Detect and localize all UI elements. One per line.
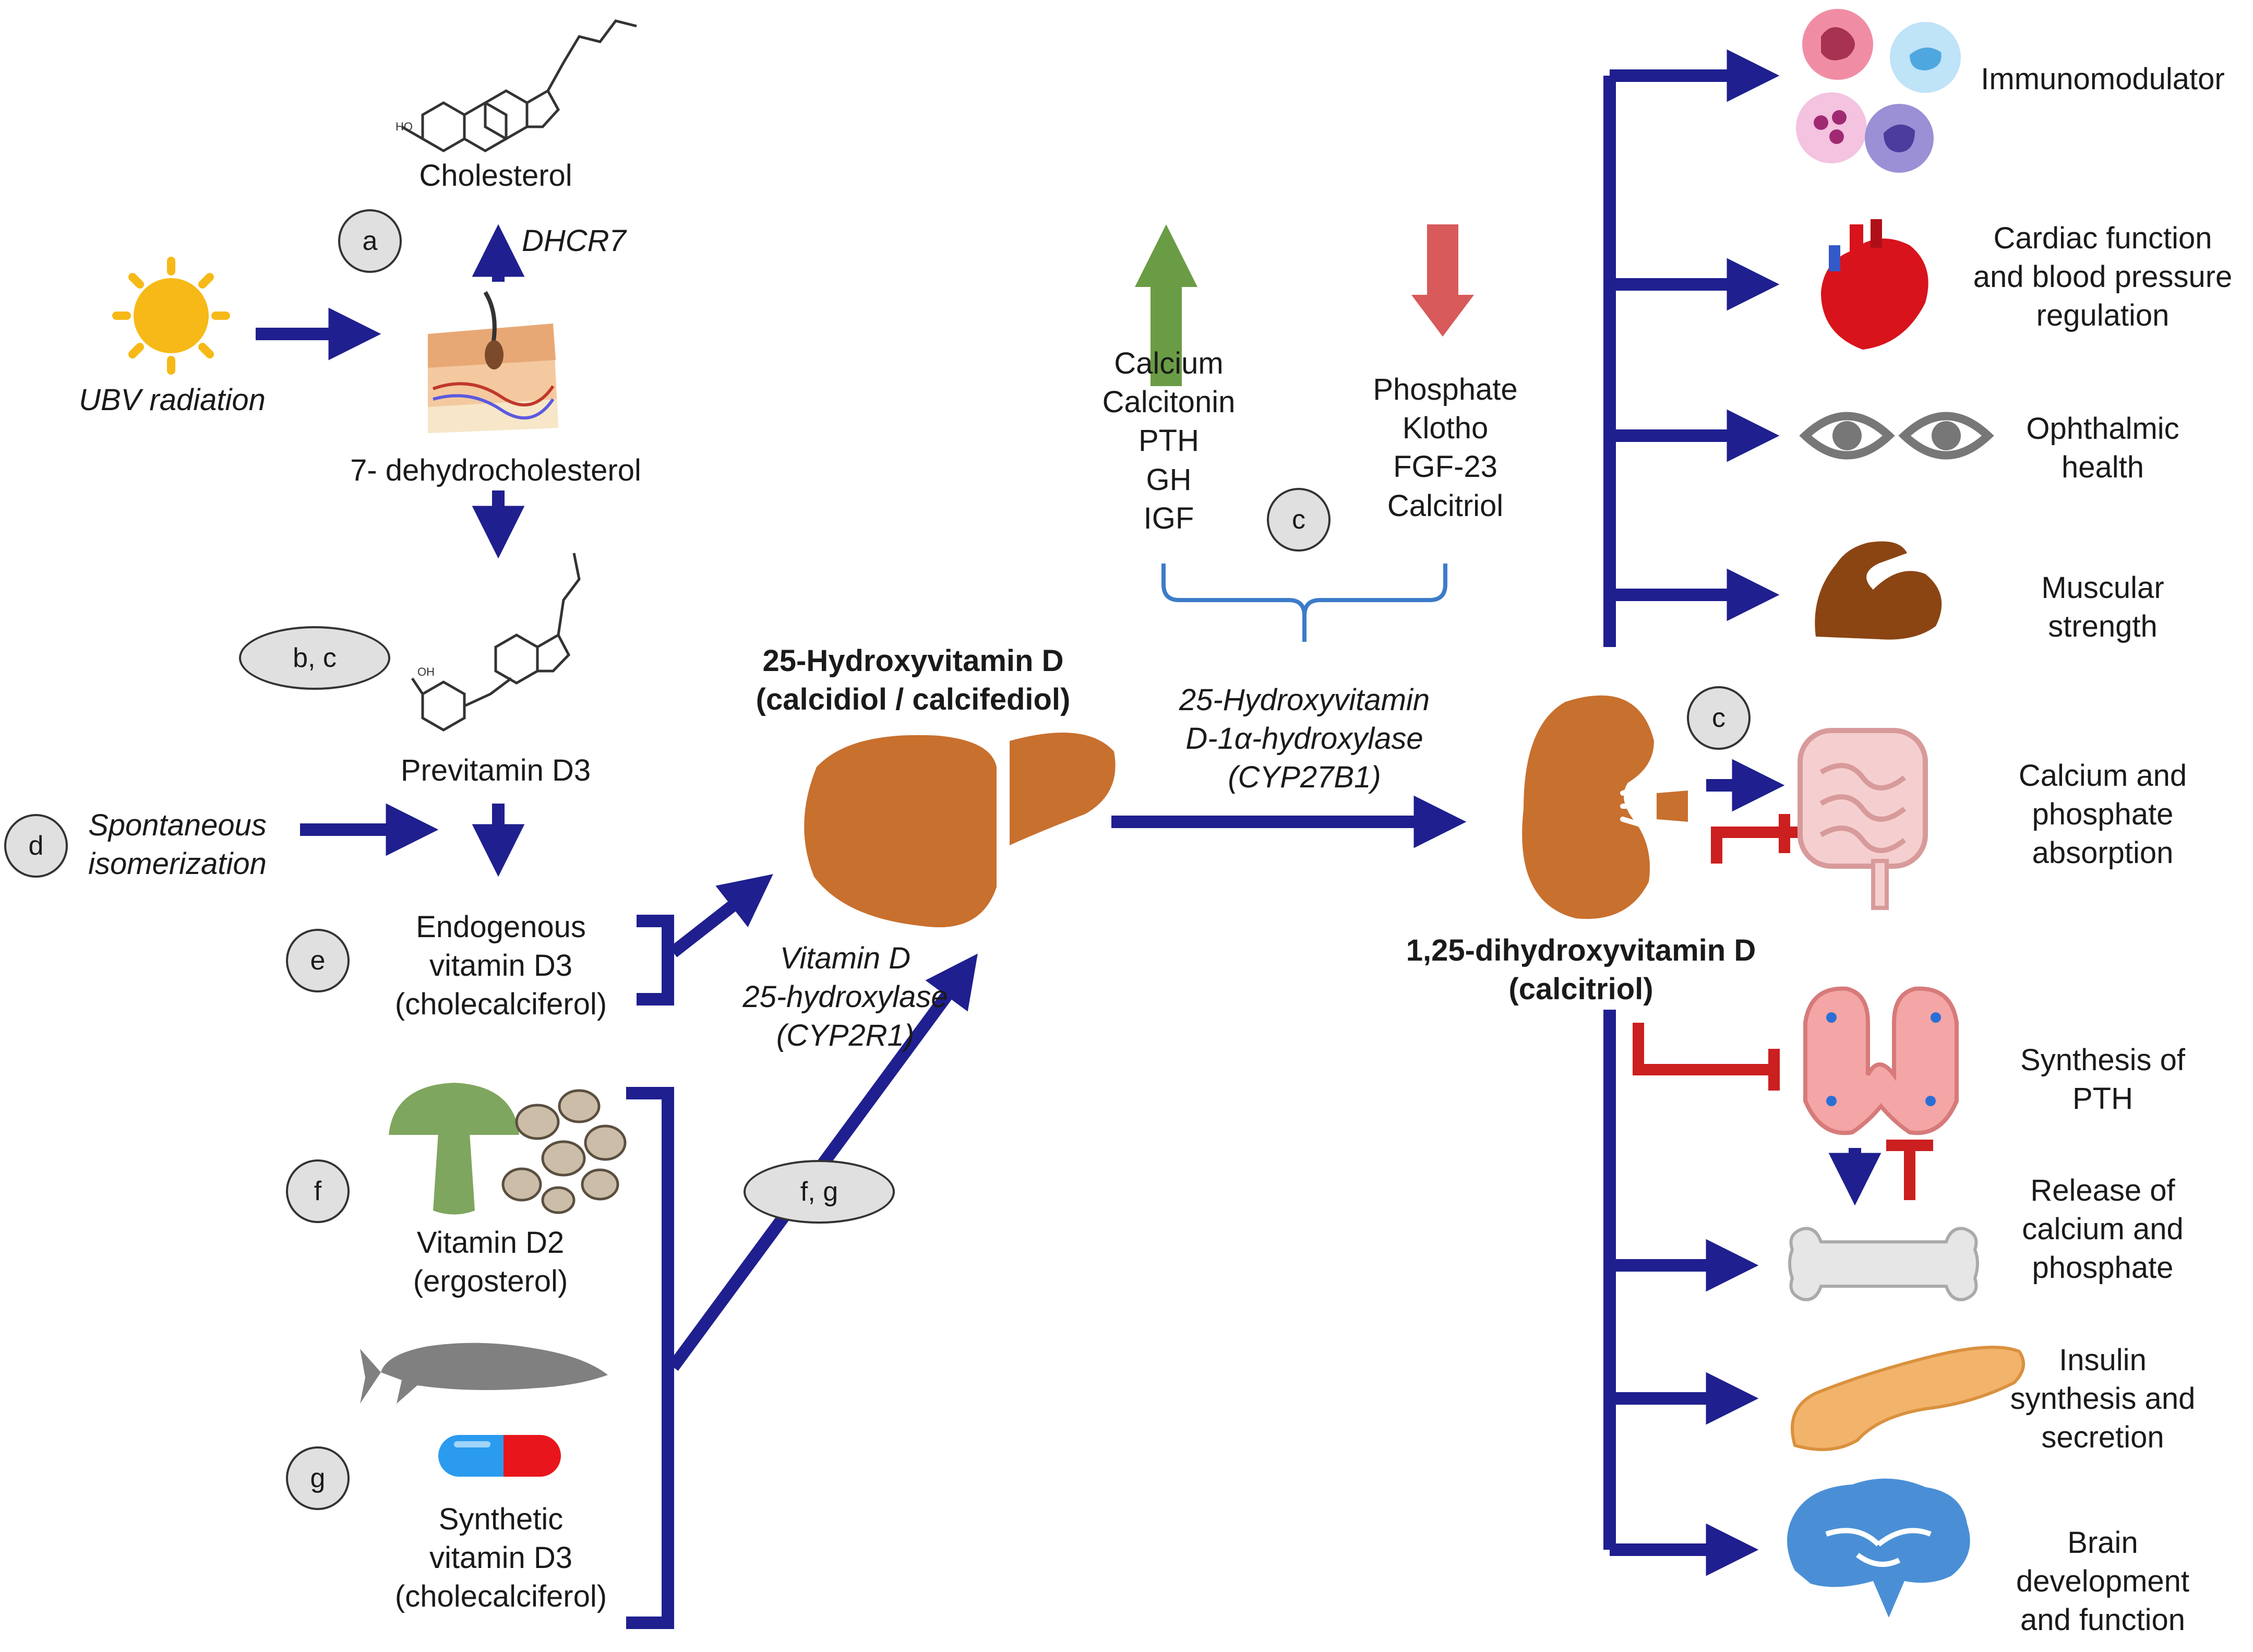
capsule-icon <box>438 1435 561 1477</box>
badge-g: g <box>286 1446 350 1510</box>
calcitriol-label: 1,25-dihydroxyvitamin D (calcitriol) <box>1406 933 1756 1007</box>
endogenous-bracket <box>637 915 674 1005</box>
mushroom-icon <box>389 1083 519 1215</box>
effect-label-bone: Release of calcium and phosphate <box>2022 1174 2184 1285</box>
inhibit-absorption <box>1711 827 1805 864</box>
endogenous-label: Endogenous vitamin D3 (cholecalciferol) <box>394 910 607 1022</box>
svg-text:OH: OH <box>417 665 435 678</box>
badge-f: f <box>286 1159 350 1223</box>
dhcr7-label: DHCR7 <box>522 224 626 258</box>
intestine-icon <box>1797 728 1928 910</box>
effect-label-absorption: Calcium and phosphate absorption <box>2018 759 2187 870</box>
arrow-endogenous-to-liver <box>669 874 773 957</box>
vitamin-d2-label: Vitamin D2 (ergosterol) <box>413 1226 568 1299</box>
cyp2r1-label: Vitamin D 25-hydroxylase (CYP2R1) <box>742 941 948 1053</box>
liver-icon <box>804 733 1116 928</box>
decrease-arrow-icon <box>1411 224 1474 337</box>
badge-c-kidney: c <box>1687 686 1751 750</box>
bone-icon <box>1788 1227 1979 1301</box>
effect-label-cardiac: Cardiac function and blood pressure regu… <box>1973 221 2233 333</box>
immune-cells-icon <box>1796 9 1961 173</box>
badge-d: d <box>4 814 68 878</box>
inhibit-pth-synthesis <box>1633 1023 1769 1075</box>
inhibitors-list: Phosphate Klotho FGF-23 Calcitriol <box>1373 373 1518 523</box>
badge-c-regulators: c <box>1267 488 1331 552</box>
badge-fg: f, g <box>744 1160 895 1224</box>
calcidiol-label: 25-Hydroxyvitamin D (calcidiol / calcife… <box>756 644 1071 717</box>
effect-label-ophthalmic: Ophthalmic health <box>2026 412 2179 485</box>
effect-label-muscle: Muscular strength <box>2041 571 2164 644</box>
cyp27b1-label: 25-Hydroxyvitamin D-1α-hydroxylase (CYP2… <box>1179 683 1430 795</box>
uvb-label: UBV radiation <box>79 383 266 417</box>
cholesterol-structure-icon <box>401 19 637 152</box>
effect-label-pth: Synthesis of PTH <box>2020 1043 2185 1116</box>
dehydrocholesterol-label: 7- dehydrocholesterol <box>350 453 641 487</box>
badge-bc: b, c <box>239 626 390 690</box>
heart-icon <box>1821 219 1928 350</box>
stimulators-list: Calcium Calcitonin PTH GH IGF <box>1102 346 1236 535</box>
spontaneous-label: Spontaneous isomerization <box>88 808 267 881</box>
previtamin-label: Previtamin D3 <box>400 753 591 787</box>
fish-icon <box>360 1343 608 1404</box>
muscle-icon <box>1815 541 1942 640</box>
badge-e: e <box>286 929 350 992</box>
svg-text:HO: HO <box>396 120 413 133</box>
sun-icon <box>112 257 230 375</box>
regulators-bracket <box>1161 564 1447 642</box>
badge-a: a <box>338 209 402 273</box>
effect-label-pancreas: Insulin synthesis and secretion <box>2010 1343 2196 1455</box>
previtamin-structure-icon <box>411 553 581 732</box>
inhibition-symbols <box>1633 814 1933 1200</box>
eyes-icon <box>1799 412 1994 460</box>
kidney-icon <box>1522 695 1688 919</box>
thyroid-icon <box>1803 986 1959 1135</box>
yeast-icon <box>501 1089 627 1214</box>
pancreas-icon <box>1791 1346 2025 1451</box>
brain-icon <box>1787 1478 1970 1618</box>
cholesterol-label: Cholesterol <box>419 159 572 193</box>
skin-icon <box>428 291 558 433</box>
dietary-bracket <box>626 1087 674 1629</box>
increase-arrow-icon <box>1135 224 1197 386</box>
effect-label-brain: Brain development and function <box>2016 1526 2190 1637</box>
synthetic-label: Synthetic vitamin D3 (cholecalciferol) <box>394 1502 607 1614</box>
effect-label-immunomodulator: Immunomodulator <box>1981 62 2225 96</box>
